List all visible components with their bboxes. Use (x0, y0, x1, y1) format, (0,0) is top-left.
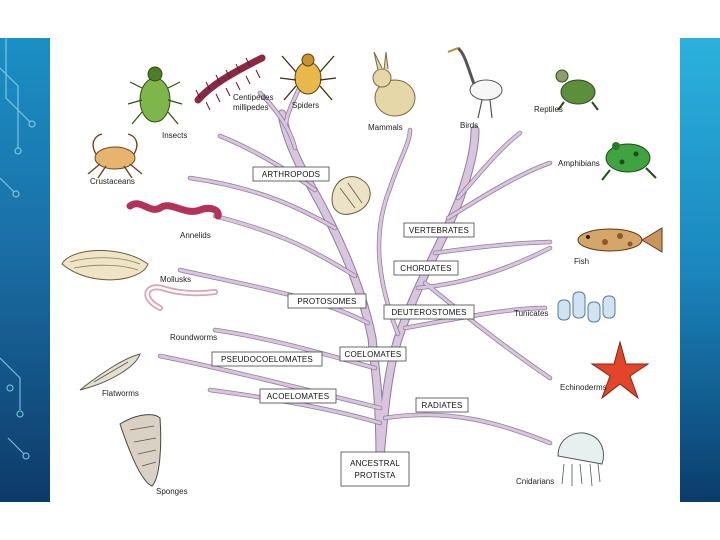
svg-text:CHORDATES: CHORDATES (400, 264, 451, 273)
flatworm-icon (79, 353, 141, 391)
svg-text:ANCESTRAL: ANCESTRAL (350, 459, 400, 468)
circuit-pattern-left (0, 38, 36, 460)
ancestral-protista-box: ANCESTRAL PROTISTA (340, 451, 410, 487)
turtle-icon (555, 69, 599, 111)
starfish-icon (590, 340, 650, 400)
organism-illustrations (61, 46, 663, 487)
svg-text:VERTEBRATES: VERTEBRATES (409, 226, 469, 235)
label-spiders: Spiders (292, 101, 319, 110)
label-annelids: Annelids (180, 231, 211, 240)
chordates-box: CHORDATES (393, 260, 459, 276)
coelomates-box: COELOMATES (339, 346, 407, 362)
tunicate-icon (557, 291, 616, 323)
svg-text:ACOELOMATES: ACOELOMATES (267, 392, 330, 401)
phylogenetic-tree-diagram: ANCESTRAL PROTISTA RADIATES ACOELOMATES … (61, 46, 663, 496)
pseudocoelomates-box: PSEUDOCOELOMATES (211, 351, 323, 367)
arthropods-box: ARTHROPODS (252, 166, 330, 182)
label-flatworms: Flatworms (102, 389, 139, 398)
svg-text:COELOMATES: COELOMATES (345, 350, 402, 359)
label-mollusks: Mollusks (160, 275, 191, 284)
sponge-icon (119, 414, 162, 487)
label-centipedes: Centipedes (233, 93, 273, 102)
label-amphibians: Amphibians (558, 159, 600, 168)
label-tunicates: Tunicates (514, 309, 548, 318)
label-echinoderms: Echinoderms (560, 383, 607, 392)
clam-icon (331, 176, 371, 215)
right-decorative-panel (680, 38, 720, 502)
rabbit-icon (372, 51, 416, 117)
svg-text:ARTHROPODS: ARTHROPODS (262, 170, 320, 179)
svg-text:DEUTEROSTOMES: DEUTEROSTOMES (391, 308, 466, 317)
fish-icon (577, 227, 663, 253)
label-mammals: Mammals (368, 123, 403, 132)
vertebrates-box: VERTEBRATES (403, 222, 475, 238)
label-fish: Fish (574, 257, 589, 266)
deuterostomes-box: DEUTEROSTOMES (383, 304, 475, 320)
label-sponges: Sponges (156, 487, 188, 496)
organism-labels: Insects Centipedes millipedes Spiders Ma… (90, 93, 607, 496)
label-birds: Birds (460, 121, 478, 130)
label-roundworms: Roundworms (170, 333, 217, 342)
spider-icon (279, 53, 337, 101)
mollusk-shell-icon (61, 249, 149, 281)
clade-labels: ANCESTRAL PROTISTA RADIATES ACOELOMATES … (211, 166, 475, 487)
beetle-icon (127, 66, 183, 125)
label-cnidarians: Cnidarians (516, 477, 554, 486)
acoelomates-box: ACOELOMATES (259, 388, 337, 404)
left-decorative-panel (0, 38, 50, 502)
crab-icon (87, 133, 143, 179)
label-insects: Insects (162, 131, 187, 140)
svg-text:PSEUDOCOELOMATES: PSEUDOCOELOMATES (221, 355, 313, 364)
tree-branches (157, 79, 553, 463)
jellyfish-icon (557, 432, 604, 487)
svg-text:PROTISTA: PROTISTA (354, 471, 395, 480)
svg-text:RADIATES: RADIATES (421, 401, 462, 410)
egret-icon (447, 46, 503, 119)
centipede-icon (194, 54, 266, 111)
worm-icon (126, 200, 222, 220)
svg-text:PROTOSOMES: PROTOSOMES (297, 297, 356, 306)
protostomes-box: PROTOSOMES (287, 293, 367, 309)
label-millipedes: millipedes (233, 103, 269, 112)
label-crustaceans: Crustaceans (90, 177, 135, 186)
roundworm-icon (144, 284, 218, 311)
radiates-box: RADIATES (415, 397, 469, 413)
frog-icon (601, 142, 657, 181)
label-reptiles: Reptiles (534, 105, 563, 114)
